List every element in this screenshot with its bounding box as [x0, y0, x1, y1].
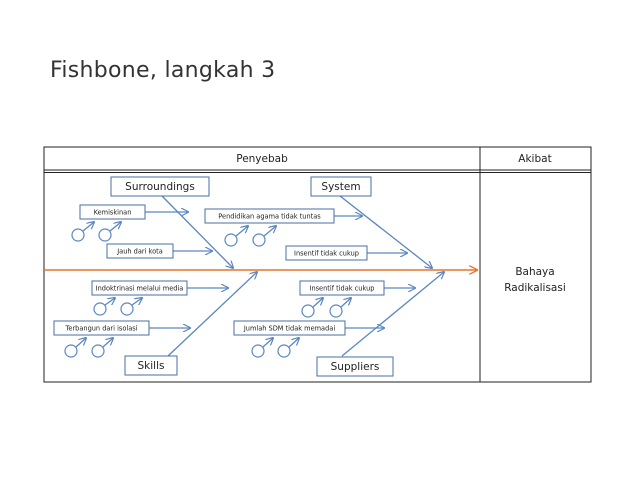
root-cause-circle: [252, 233, 266, 247]
cause-pendidikan-agama-label: Pendidikan agama tidak tuntas: [218, 213, 321, 221]
root-cause-circle: [301, 304, 315, 318]
category-surroundings: Surroundings: [110, 176, 210, 197]
effect-header: Akibat: [518, 153, 551, 165]
cause-pendidikan-agama: Pendidikan agama tidak tuntas: [204, 208, 335, 224]
category-suppliers-label: Suppliers: [331, 361, 380, 373]
effect-label-line1: Bahaya: [515, 266, 554, 278]
category-system: System: [310, 176, 372, 197]
cause-insentif-lower-label: Insentif tidak cukup: [310, 285, 375, 293]
cause-jauh-dari-kota-label: Jauh dari kota: [116, 248, 163, 256]
cause-indoktrinasi-label: Indoktrinasi melalui media: [96, 285, 184, 293]
cause-insentif-upper: Insentif tidak cukup: [285, 245, 368, 261]
bone-suppliers: [341, 272, 444, 357]
root-cause-circle: [120, 302, 134, 316]
root-cause-circle: [71, 228, 85, 242]
cause-jauh-dari-kota: Jauh dari kota: [106, 243, 174, 259]
root-cause-circles-pendidikan: [224, 226, 276, 247]
cause-terbangun: Terbangun dari isolasi: [53, 320, 150, 336]
root-cause-circle: [251, 344, 265, 358]
cause-jumlah-sdm: Jumlah SDM tidak memadai: [233, 320, 346, 336]
root-cause-circle: [91, 344, 105, 358]
cause-jumlah-sdm-label: Jumlah SDM tidak memadai: [243, 325, 335, 333]
root-cause-circles-insentif-lower: [301, 298, 351, 318]
cause-kemiskinan: Kemiskinan: [79, 204, 146, 220]
category-system-label: System: [321, 181, 360, 193]
slide-title: Fishbone, langkah 3: [50, 58, 276, 83]
root-cause-circle: [93, 302, 107, 316]
cause-insentif-lower: Insentif tidak cukup: [299, 280, 385, 296]
cause-kemiskinan-label: Kemiskinan: [94, 209, 132, 217]
cause-indoktrinasi: Indoktrinasi melalui media: [91, 280, 188, 296]
bone-surroundings: [161, 195, 233, 268]
root-cause-circle: [98, 228, 112, 242]
cause-insentif-upper-label: Insentif tidak cukup: [294, 250, 359, 258]
bone-skills: [167, 272, 257, 357]
root-cause-circles-terbangun: [64, 338, 113, 358]
cause-terbangun-label: Terbangun dari isolasi: [64, 325, 137, 333]
root-cause-circle: [224, 233, 238, 247]
category-suppliers: Suppliers: [316, 356, 394, 377]
root-cause-circles-kemiskinan: [71, 222, 121, 242]
bone-system: [339, 195, 432, 268]
root-cause-circle: [64, 344, 78, 358]
cause-header: Penyebab: [236, 153, 288, 165]
category-skills: Skills: [124, 355, 178, 376]
root-cause-circles-indoktrinasi: [93, 298, 142, 316]
table-frame: [43, 146, 592, 383]
root-cause-circle: [277, 344, 291, 358]
effect-label-line2: Radikalisasi: [504, 282, 566, 294]
root-cause-circle: [329, 304, 343, 318]
root-cause-circles-jumlah-sdm: [251, 338, 299, 358]
category-surroundings-label: Surroundings: [125, 181, 195, 193]
category-skills-label: Skills: [138, 360, 165, 372]
